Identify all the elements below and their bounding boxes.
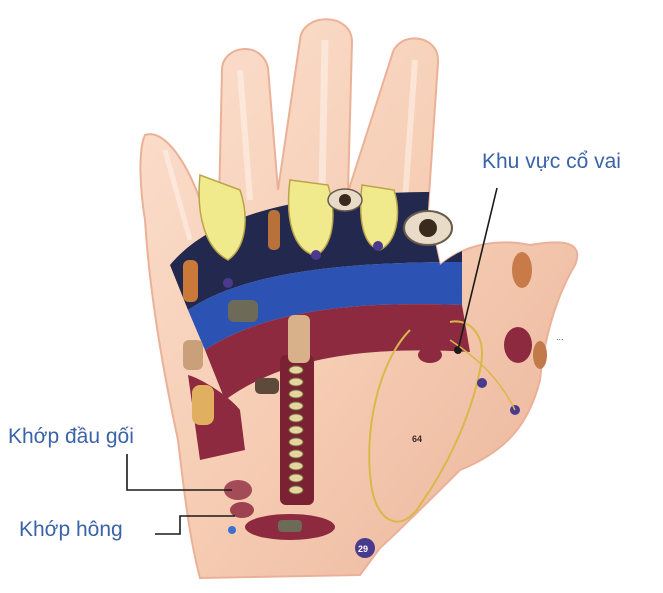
- label-hip-joint: Khớp hông: [19, 518, 123, 542]
- eye-icon-large: [404, 211, 452, 245]
- eye-icon: [328, 189, 362, 211]
- bottom-badge: 29: [355, 538, 375, 558]
- center-zone-number: 64: [412, 434, 422, 444]
- svg-text:29: 29: [358, 544, 368, 554]
- label-knee-joint: Khớp đầu gối: [8, 425, 134, 449]
- spine-vertebrae: [289, 366, 303, 494]
- thumb-small-mark: ...: [556, 332, 564, 342]
- label-shoulder-neck-area: Khu vực cổ vai: [482, 150, 621, 174]
